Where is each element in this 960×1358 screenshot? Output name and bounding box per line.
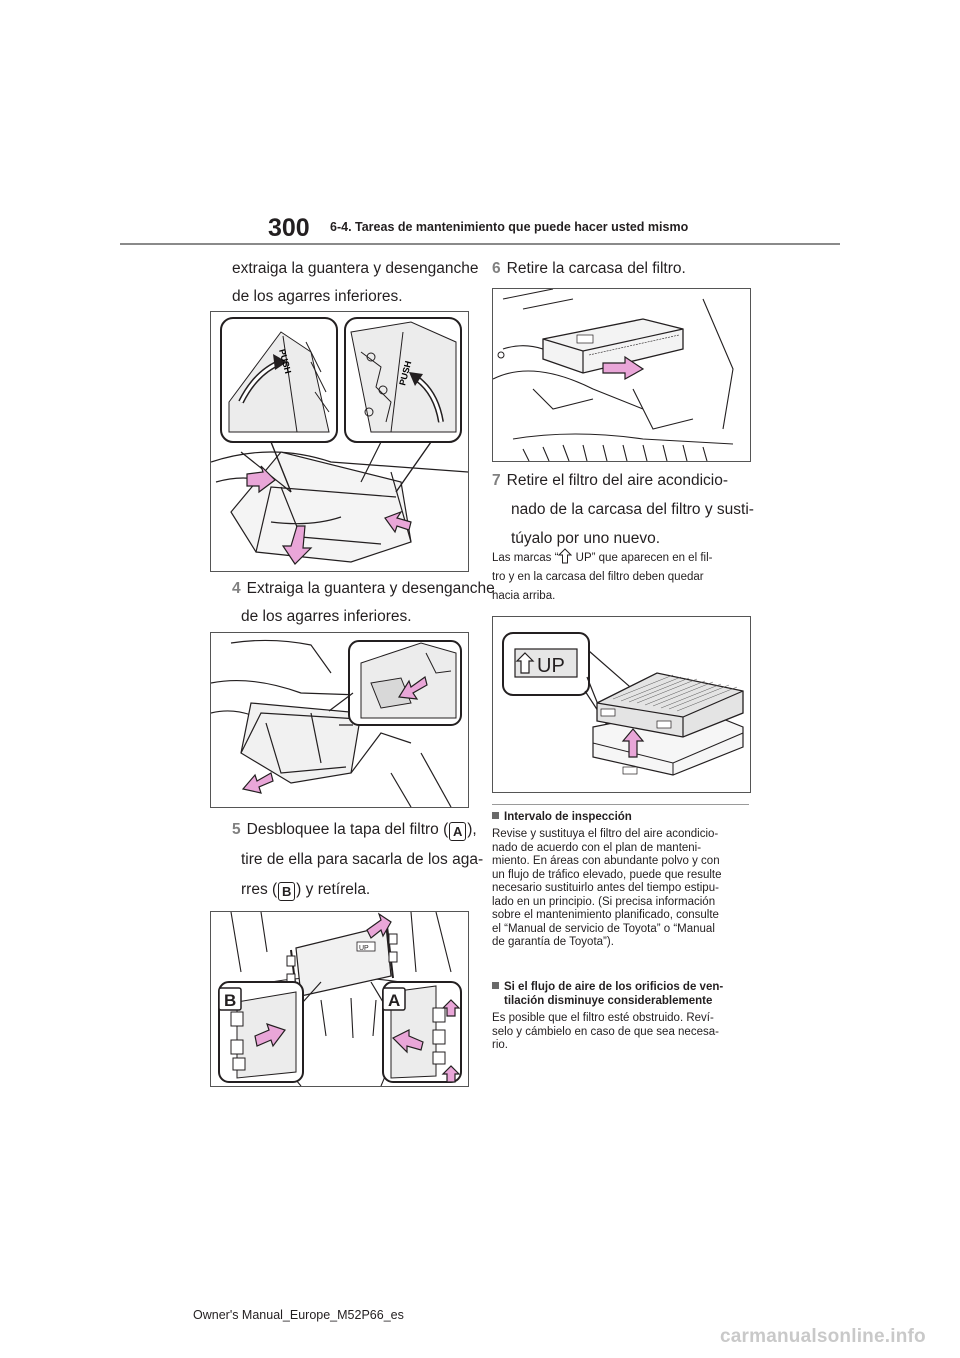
pink-arrow [441,999,461,1017]
inspection-line: lado en un principio. (Si precisa inform… [492,895,716,908]
step-6-text: Retire la carcasa del filtro. [506,260,686,277]
label-b: B [224,991,236,1010]
pink-arrow [246,465,276,494]
note-line: hacia arriba. [492,590,556,602]
step-7-line: túyalo por uno nuevo. [511,530,661,547]
airflow-section: Si el flujo de aire de los orificios de … [492,980,754,1053]
page-number: 300 [268,214,310,242]
airflow-line: rio. [492,1039,508,1051]
step-5: 5 Desbloquee la tapa del filtro (A), tire… [232,815,483,905]
filter-up-illustration: UP [502,632,744,776]
step-6-number: 6 [492,260,501,277]
pink-arrow [254,1023,286,1048]
step-7: 7 Retire el filtro del aire acondicio- na… [492,466,754,553]
airflow-title: tilación disminuye considerablemente [504,995,713,1007]
inspection-line: un flujo de tráfico elevado, puede que r… [492,868,722,881]
note-text: Las marcas “ [492,552,559,564]
pink-arrow [281,525,313,565]
intro-line: extraiga la guantera y desenganche [232,260,479,277]
intro-line: de los agarres inferiores. [232,288,403,305]
inspection-line: sobre el mantenimiento planificado, cons… [492,909,719,921]
glovebox-remove-illustration [211,639,462,807]
step-4-line: Extraiga la guantera y desenganche [246,580,495,597]
pink-arrow [391,1029,424,1054]
inspection-line: miento. En áreas con abundante polvo y c… [492,855,720,867]
note-line: tro y en la carcasa del filtro deben que… [492,571,704,583]
pink-arrow [366,912,392,939]
pink-arrow [241,772,274,794]
figure-glovebox-remove [210,632,469,808]
step-5-text: ), [467,821,477,838]
footer-text: Owner's Manual_Europe_M52P66_es [193,1308,404,1322]
intro-text: extraiga la guantera y desenganche de lo… [232,255,478,311]
section-title: 6-4. Tareas de mantenimiento que puede h… [330,220,689,234]
inspection-line: Revise y sustituya el filtro del aire ac… [492,828,719,840]
pink-arrow [384,510,412,534]
step-6: 6 Retire la carcasa del filtro. [492,255,686,283]
step-5-text: Desbloquee la tapa del filtro ( [246,821,449,838]
up-arrow-icon [558,548,573,564]
header-rule [120,243,840,245]
note-text: UP” que aparecen en el fil- [572,552,713,564]
badge-b: B [278,882,296,901]
inspection-line: de garantía de Toyota”). [492,936,614,948]
glovebox-push-illustration: PUSH PUSH [211,317,468,565]
bullet-icon [492,812,499,819]
step-5-number: 5 [232,821,241,838]
up-mark-note: Las marcas “ UP” que aparecen en el fil-… [492,548,712,606]
airflow-line: selo y cámbielo en caso de que sea neces… [492,1025,719,1038]
step-7-number: 7 [492,472,501,489]
section-divider [492,804,749,805]
badge-a: A [449,822,467,841]
figure-glovebox-push: PUSH PUSH [210,311,469,572]
right-push-inset: PUSH [344,317,462,443]
figure-filter-housing [492,288,751,462]
watermark-link[interactable]: carmanualsonline.info [720,1326,926,1347]
figure-filter-up: UP [492,616,751,793]
inspection-title: Intervalo de inspección [504,811,632,823]
step-5-text: rres ( [241,881,278,898]
figure-filter-cover: UP B A [210,911,469,1087]
up-label: UP [537,655,565,677]
inspection-line: nado de acuerdo con el plan de manteni- [492,841,702,854]
inspection-line: necesario sustituirlo antes del tiempo e… [492,882,719,894]
step-5-text: ) y retírela. [296,881,371,898]
inspection-section: Intervalo de inspección Revise y sustitu… [492,810,754,950]
filter-up-mark: UP [359,945,369,952]
step-4-line: de los agarres inferiores. [241,608,412,625]
step-4: 4 Extraiga la guantera y desenganche de l… [232,575,495,631]
filter-cover-illustration: UP B A [218,912,462,1086]
pink-arrow [602,355,645,381]
step-4-number: 4 [232,580,241,597]
step-7-line: nado de la carcasa del filtro y susti- [511,501,754,518]
airflow-title: Si el flujo de aire de los orificios de … [504,981,724,993]
pink-arrow [441,1065,461,1083]
filter-housing-illustration [493,289,734,461]
pink-arrow [397,675,428,700]
step-7-line: Retire el filtro del aire acondicio- [506,472,729,489]
pink-arrow [621,728,645,758]
label-a: A [388,991,400,1010]
left-push-inset: PUSH [220,317,338,443]
step-5-line: tire de ella para sacarla de los aga- [241,851,484,868]
inspection-line: el “Manual de servicio de Toyota” o “Man… [492,922,715,935]
bullet-icon [492,982,499,989]
airflow-line: Es posible que el filtro esté obstruido.… [492,1012,714,1024]
